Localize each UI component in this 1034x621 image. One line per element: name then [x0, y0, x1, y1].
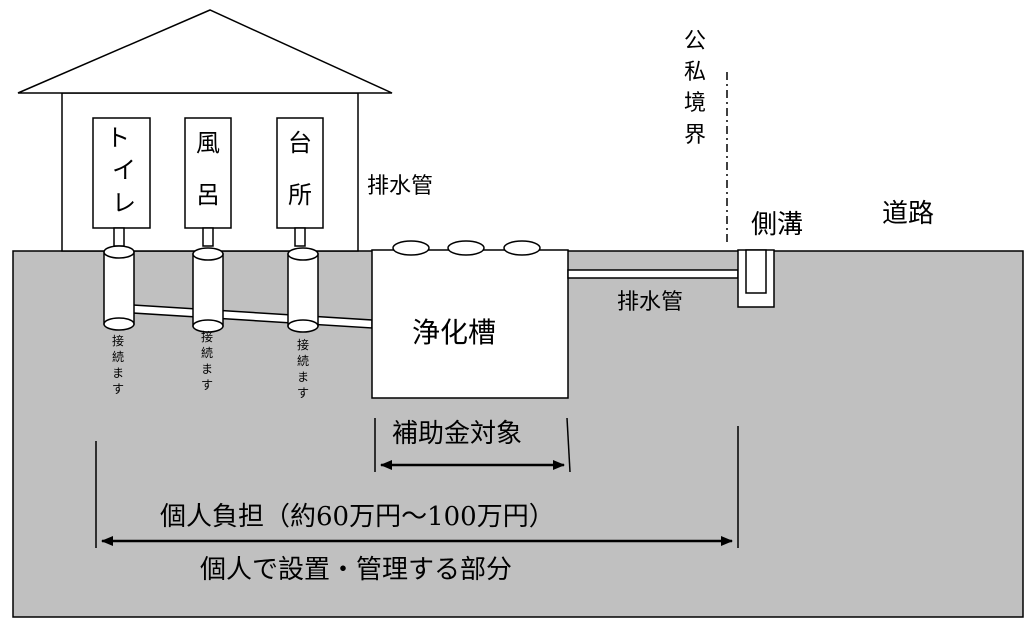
- house-roof: [17, 9, 393, 94]
- fixture-char: 呂: [196, 181, 220, 209]
- svg-text:私: 私: [684, 60, 706, 85]
- gutter-label: 側溝: [751, 210, 803, 240]
- toilet-fixture: [92, 117, 151, 229]
- svg-text:接: 接: [297, 337, 309, 352]
- inspection-pit: [192, 247, 224, 333]
- svg-text:境: 境: [684, 91, 706, 116]
- inspection-pit: [287, 247, 319, 333]
- inspection-pit: [103, 245, 135, 331]
- fixture-char: 風: [196, 129, 220, 157]
- septic-tank: [371, 240, 569, 399]
- bath-fixture: [184, 117, 232, 229]
- personal-cost-sublabel: 個人で設置・管理する部分: [200, 555, 512, 585]
- svg-text:ま: ま: [297, 370, 309, 384]
- svg-text:す: す: [201, 378, 213, 392]
- svg-text:ま: ま: [201, 362, 213, 376]
- svg-text:接: 接: [112, 333, 124, 348]
- svg-text:続: 続: [297, 354, 309, 368]
- svg-text:接: 接: [201, 329, 213, 344]
- manhole-cover: [503, 240, 541, 256]
- subsidy-bracket-right: [566, 417, 571, 473]
- fixture-char: イ: [112, 156, 136, 184]
- connector-label: 接 続 ま す: [297, 337, 309, 400]
- svg-text:続: 続: [112, 350, 124, 364]
- svg-text:続: 続: [201, 346, 213, 360]
- drop-pipe: [202, 227, 214, 247]
- drop-pipe: [113, 227, 125, 247]
- manhole-cover: [447, 240, 485, 256]
- house: ト イ レ 風 呂 台 所: [17, 9, 393, 252]
- drop-pipe: [294, 227, 306, 247]
- subsidy-label: 補助金対象: [392, 419, 522, 449]
- outlet-pipe-label: 排水管: [617, 290, 683, 315]
- connector-label: 接 続 ま す: [201, 329, 213, 392]
- road-label: 道路: [882, 199, 934, 229]
- fixture-char: レ: [112, 189, 136, 217]
- manhole-cover: [392, 240, 430, 256]
- outlet-pipe: [567, 269, 739, 279]
- fixture-char: ト: [106, 124, 130, 152]
- svg-text:公: 公: [684, 29, 706, 54]
- svg-text:す: す: [297, 386, 309, 400]
- connector-label: 接 続 ま す: [112, 333, 124, 396]
- svg-text:界: 界: [684, 123, 706, 148]
- svg-text:ま: ま: [112, 366, 124, 380]
- gutter: [737, 249, 775, 308]
- personal-cost-label: 個人負担（約60万円～100万円）: [160, 502, 555, 532]
- fixture-char: 所: [288, 181, 312, 209]
- septic-tank-label: 浄化槽: [412, 316, 496, 349]
- boundary-label: 公 私 境 界: [684, 29, 706, 148]
- svg-text:す: す: [112, 382, 124, 396]
- fixture-char: 台: [288, 129, 312, 157]
- house-pipe-label: 排水管: [367, 174, 433, 199]
